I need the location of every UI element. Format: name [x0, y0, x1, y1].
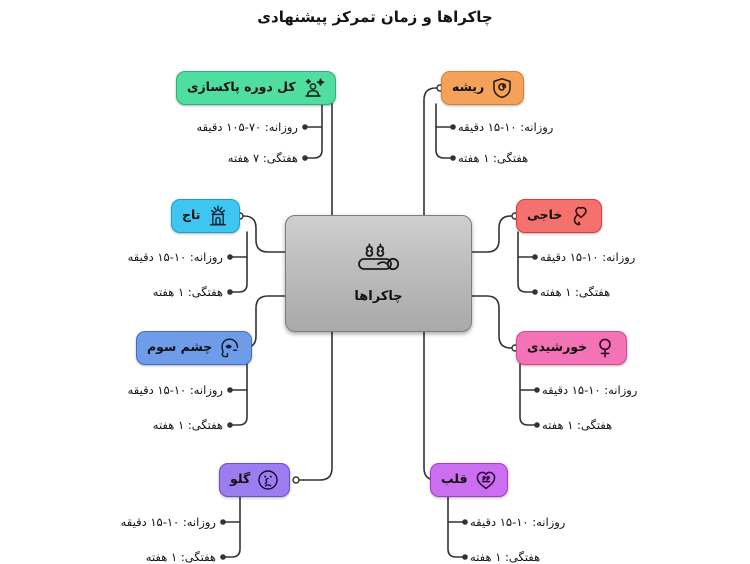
page-title: چاکراها و زمان تمرکز پیشنهادی [257, 8, 493, 26]
trunk-solar [469, 295, 516, 349]
node-root-label: ریشه [452, 79, 485, 95]
heart-hands-icon [475, 469, 497, 491]
node-solar-label: خورشیدی [527, 339, 588, 355]
central-node-label: چاکراها [354, 289, 403, 304]
root-shield-spiral-icon [491, 77, 513, 99]
sacral-heart-icon [569, 205, 591, 227]
detail-heart-daily: روزانه: ۱۰-۱۵ دقیقه [470, 515, 566, 529]
detail-sacral-weekly: هفتگی: ۱ هفته [540, 285, 611, 299]
node-crown[interactable]: تاج [171, 199, 241, 233]
central-node[interactable]: چاکراها [285, 215, 472, 332]
stem-root [435, 103, 453, 159]
detail-sacral-daily: روزانه: ۱۰-۱۵ دقیقه [540, 250, 636, 264]
sparkle-meditation-icon [303, 77, 325, 99]
detail-solar-daily: روزانه: ۱۰-۱۵ دقیقه [542, 383, 638, 397]
node-third-eye[interactable]: چشم سوم [136, 331, 253, 365]
trunk-crown [239, 215, 286, 253]
stem-throat [223, 495, 241, 558]
stem-solar [519, 363, 537, 426]
detail-heart-weekly: هفتگی: ۱ هفته [470, 550, 541, 564]
detail-root-weekly: هفتگی: ۱ هفته [458, 151, 529, 165]
stem-third-eye [230, 363, 248, 426]
node-throat-label: گلو [230, 471, 251, 487]
meditation-chakra-icon [356, 243, 402, 277]
node-crown-label: تاج [182, 207, 201, 223]
detail-crown-daily: روزانه: ۱۰-۱۵ دقیقه [127, 250, 223, 264]
trunk-cleanse [315, 87, 333, 216]
throat-neck-icon [257, 469, 279, 491]
stem-sacral [517, 231, 535, 293]
detail-solar-weekly: هفتگی: ۱ هفته [542, 418, 613, 432]
trunk-sacral [469, 215, 516, 253]
node-heart[interactable]: قلب [430, 463, 508, 497]
solar-venus-icon [594, 337, 616, 359]
node-sacral[interactable]: خاجی [516, 199, 603, 233]
detail-crown-weekly: هفتگی: ۱ هفته [152, 285, 223, 299]
node-cleanse[interactable]: کل دوره پاکسازی [176, 71, 336, 105]
detail-throat-daily: روزانه: ۱۰-۱۵ دقیقه [120, 515, 216, 529]
detail-third-eye-daily: روزانه: ۱۰-۱۵ دقیقه [127, 383, 223, 397]
detail-root-daily: روزانه: ۱۰-۱۵ دقیقه [458, 120, 554, 134]
stem-heart [447, 495, 465, 558]
detail-third-eye-weekly: هفتگی: ۱ هفته [152, 418, 223, 432]
stem-crown [230, 231, 248, 293]
detail-throat-weekly: هفتگی: ۱ هفته [145, 550, 216, 564]
node-solar[interactable]: خورشیدی [516, 331, 628, 365]
stem-cleanse [305, 103, 323, 159]
node-sacral-label: خاجی [527, 207, 563, 223]
node-third-eye-label: چشم سوم [147, 339, 213, 355]
node-throat[interactable]: گلو [219, 463, 291, 497]
node-cleanse-label: کل دوره پاکسازی [187, 79, 296, 95]
detail-cleanse-weekly: هفتگی: ۷ هفته [227, 151, 298, 165]
third-eye-head-icon [219, 337, 241, 359]
trunk-root [423, 87, 441, 216]
node-heart-label: قلب [441, 471, 468, 487]
node-root[interactable]: ریشه [441, 71, 525, 105]
crown-temple-icon [207, 205, 229, 227]
trunk-heart [423, 329, 461, 481]
trunk-throat [295, 329, 333, 481]
detail-cleanse-daily: روزانه: ۷۰-۱۰۵ دقیقه [196, 120, 298, 134]
